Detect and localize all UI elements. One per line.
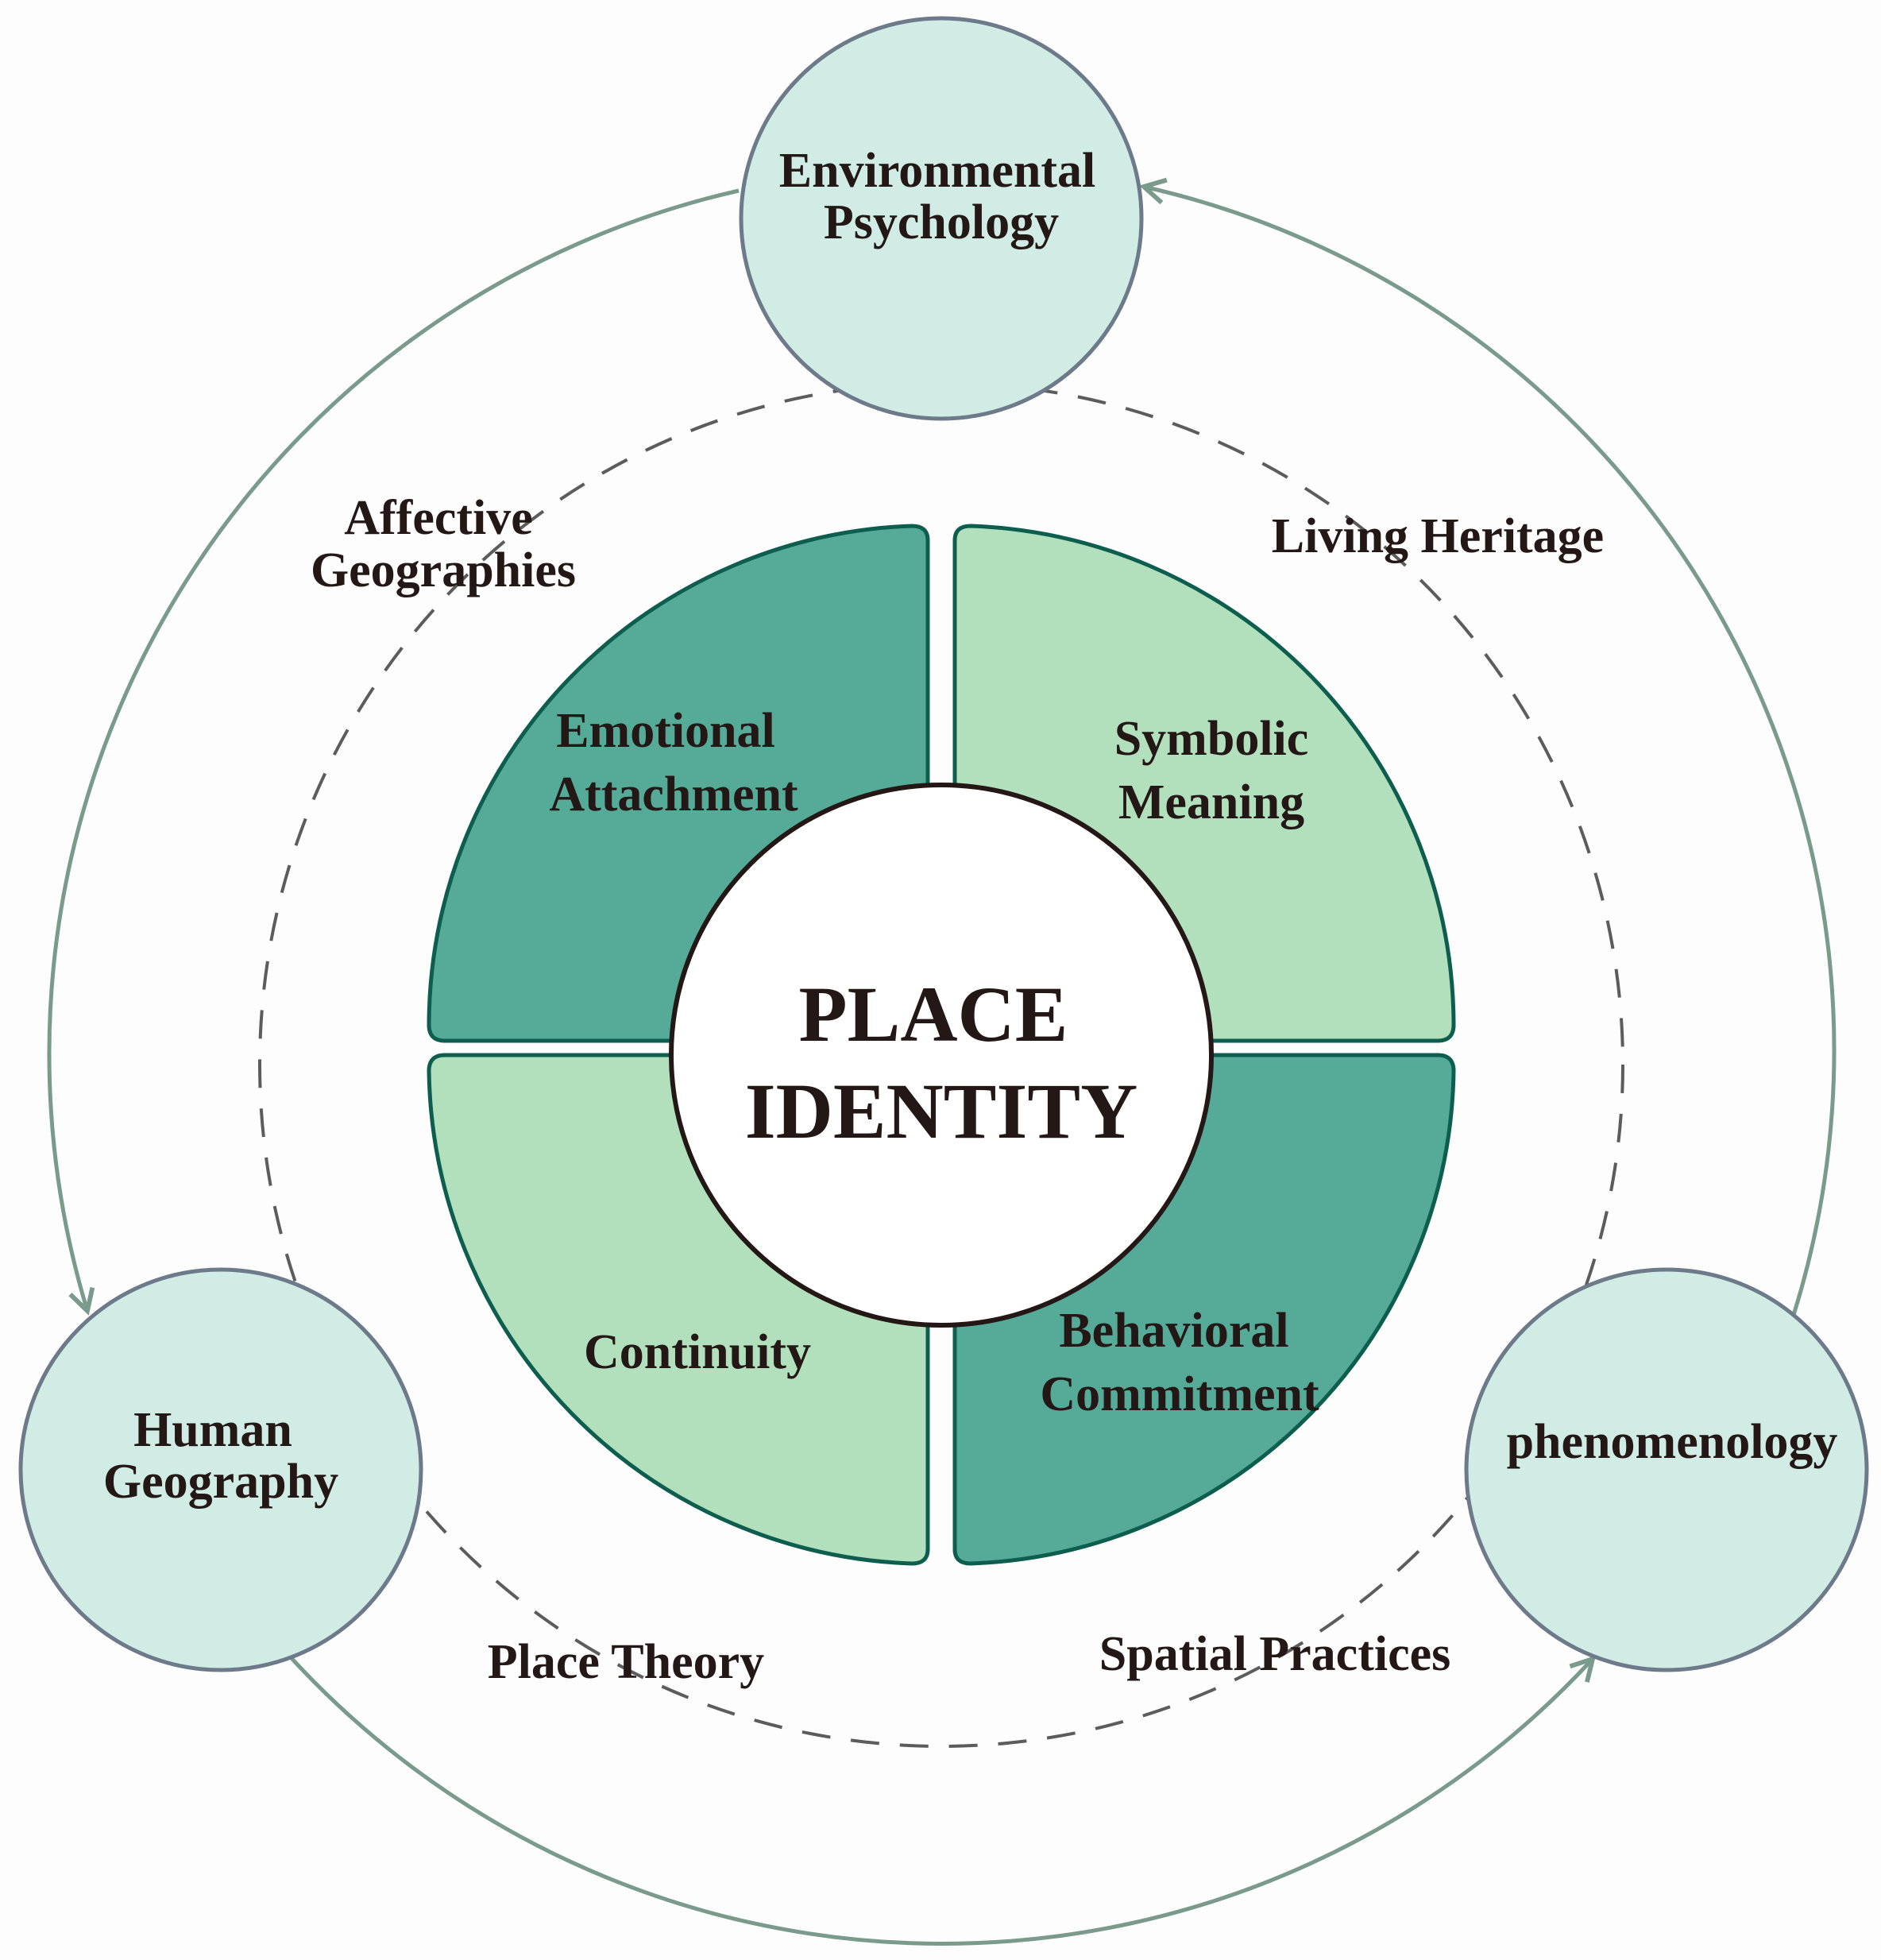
arc-phenomenology-to-psychology xyxy=(1144,187,1837,1316)
node-label-environmental: Environmental xyxy=(779,144,1095,198)
quadrant-label-continuity: Continuity xyxy=(584,1325,811,1379)
node-label-geography: Geography xyxy=(103,1455,338,1509)
node-label-psychology: Psychology xyxy=(824,195,1059,249)
concept-label-living-heritage: Living Heritage xyxy=(1272,509,1604,563)
concept-label-geographies: Geographies xyxy=(311,543,576,597)
arc-psychology-to-geography xyxy=(47,188,740,1311)
quadrant-label-symbolic-line1: Symbolic xyxy=(1114,712,1309,766)
node-phenomenology xyxy=(1464,1267,1869,1672)
arc-geography-to-phenomenology xyxy=(288,1655,1593,1946)
quadrant-label-emotional-line1: Emotional xyxy=(556,704,775,758)
center-title-line1: PLACE xyxy=(799,970,1068,1058)
center-circle xyxy=(669,783,1214,1328)
node-environmental-psychology xyxy=(739,16,1144,421)
quadrant-label-symbolic-line2: Meaning xyxy=(1118,775,1304,829)
quadrant-label-behavioral-line2: Commitment xyxy=(1040,1367,1319,1421)
concept-label-place-theory: Place Theory xyxy=(488,1635,764,1689)
node-label-human: Human xyxy=(133,1403,292,1457)
concept-label-spatial-practices: Spatial Practices xyxy=(1099,1627,1451,1681)
quadrant-label-behavioral-line1: Behavioral xyxy=(1059,1304,1288,1358)
concept-label-affective: Affective xyxy=(344,491,533,545)
center-title-line2: IDENTITY xyxy=(745,1067,1138,1155)
quadrant-label-emotional-line2: Attachment xyxy=(549,767,798,821)
node-label-phenomenology: phenomenology xyxy=(1507,1415,1838,1469)
node-human-geography xyxy=(18,1267,423,1672)
